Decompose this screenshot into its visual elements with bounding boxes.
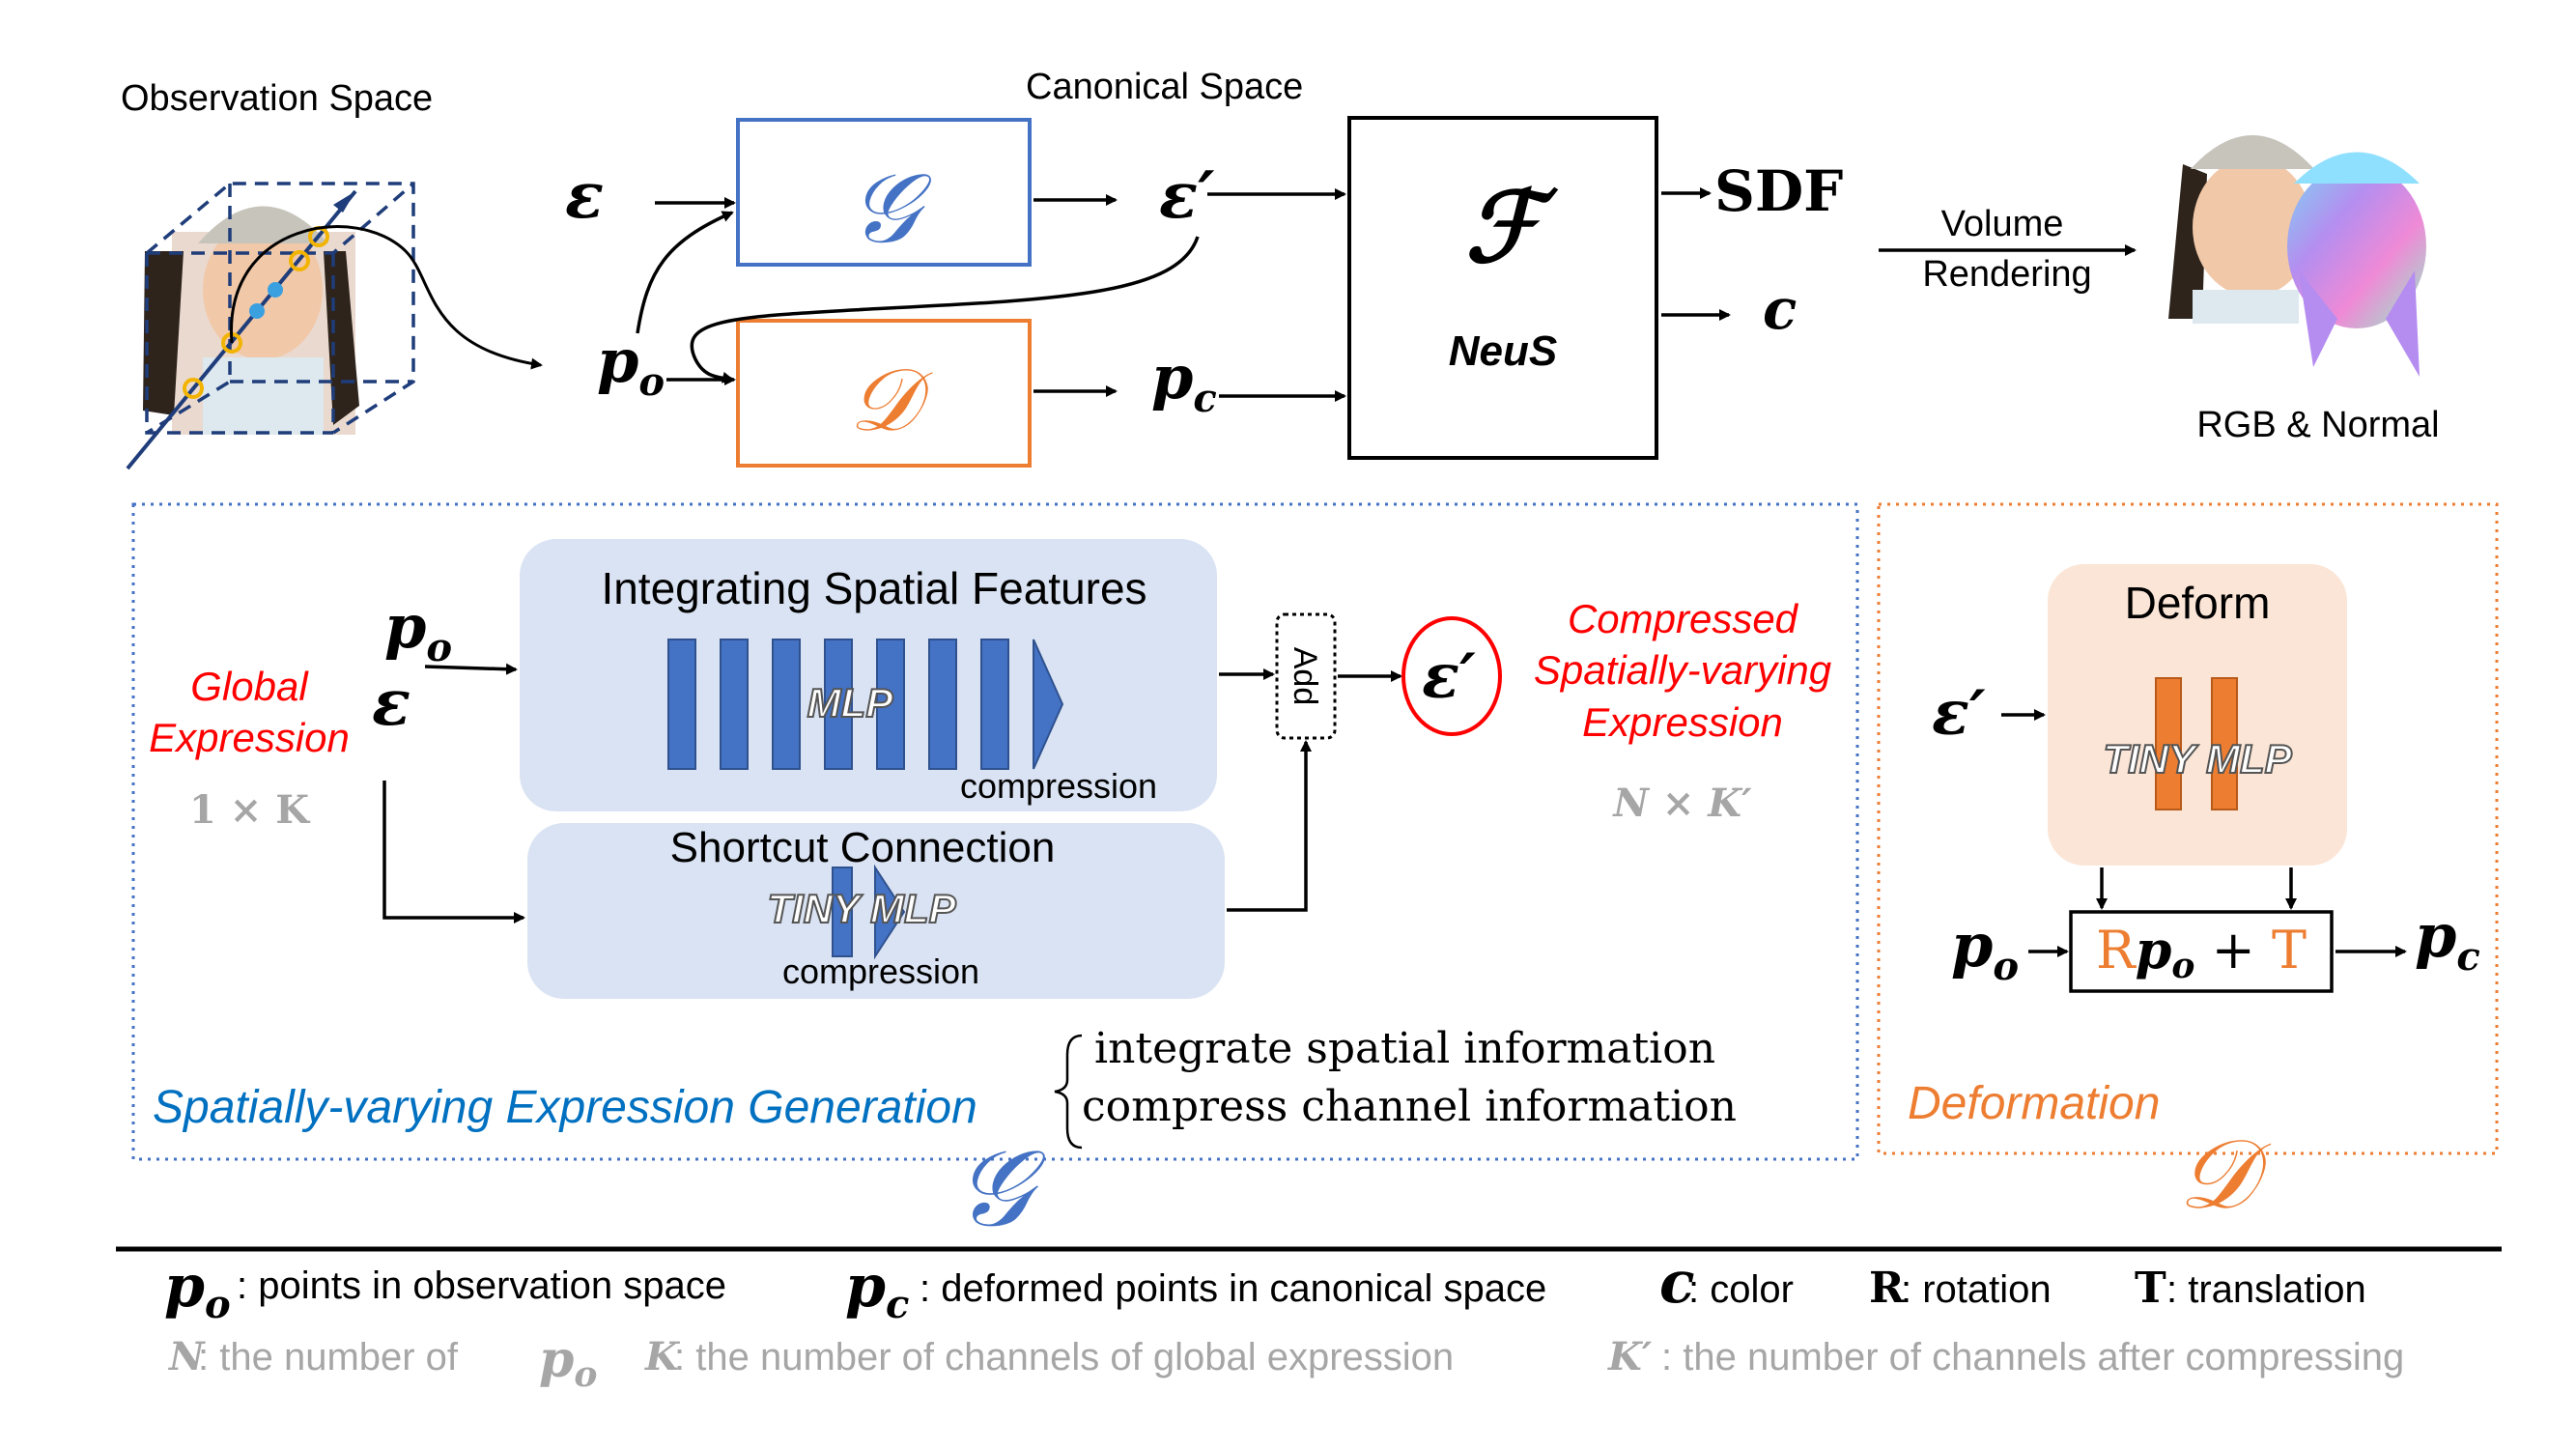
p-o-symbol: po: [597, 326, 665, 405]
color-output-label: c: [1763, 276, 1797, 342]
compressed-line3: Expression: [1582, 699, 1783, 745]
legend-c-desc: : color: [1688, 1268, 1794, 1311]
brace-line2: compress channel information: [1082, 1082, 1737, 1131]
deform-p-o: po: [1951, 910, 2019, 989]
rgb-face: [2193, 157, 2312, 297]
deform-block: [2048, 564, 2347, 866]
canonical-space-label: Canonical Space: [1026, 67, 1303, 107]
legend-t-symbol: T: [2135, 1264, 2166, 1313]
legend-t-desc: : translation: [2166, 1268, 2366, 1311]
legend-p-c-desc: : deformed points in canonical space: [920, 1267, 1546, 1310]
generation-title: Spatially-varying Expression Generation: [153, 1082, 977, 1133]
epsilon-symbol: ε: [565, 157, 604, 233]
deformation-d-symbol: 𝒟: [2178, 1118, 2272, 1231]
legend-p-c-symbol: pc: [845, 1253, 909, 1327]
legend-r-symbol: R: [1869, 1264, 1905, 1313]
brace-line1: integrate spatial information: [1094, 1024, 1715, 1073]
deform-title: Deform: [2125, 578, 2271, 628]
gen-epsilon-prime: ε′: [1422, 640, 1476, 713]
mlp-layers: [667, 639, 1064, 770]
normal-face: [2287, 164, 2426, 328]
add-label: Add: [1287, 647, 1323, 706]
integrating-title: Integrating Spatial Features: [601, 563, 1146, 613]
epsilon-prime-symbol: ε′: [1159, 157, 1215, 233]
volume-label: Volume: [1941, 204, 2064, 244]
formula-box: [2069, 910, 2334, 993]
global-expression-line2: Expression: [149, 715, 350, 760]
generation-g-symbol: 𝒢: [955, 1126, 1046, 1250]
legend-r-desc: : rotation: [1901, 1268, 2052, 1311]
legend-c-symbol: c: [1659, 1249, 1695, 1317]
mlp-label: MLP: [807, 680, 894, 725]
p-c-symbol: pc: [1151, 342, 1217, 421]
gen-epsilon: ε: [372, 665, 410, 740]
deform-tiny-mlp-label: TINY MLP: [2103, 736, 2292, 781]
legend-n-p-o: po: [539, 1330, 597, 1395]
compression-label-2: compression: [782, 952, 979, 991]
legend-p-o-symbol: po: [164, 1253, 231, 1327]
generation-panel: [131, 502, 1859, 1161]
add-node: [1275, 612, 1337, 740]
compression-label: compression: [960, 766, 1157, 806]
global-expression-line1: Global: [190, 664, 309, 709]
tiny-mlp-deform-layers: [2155, 677, 2238, 810]
rgb-normal-label: RGB & Normal: [2196, 405, 2439, 445]
legend-p-o-desc: : points in observation space: [237, 1264, 726, 1307]
brace: [1054, 1034, 1083, 1150]
legend-n-desc: : the number of: [198, 1336, 459, 1378]
deformation-title: Deformation: [1908, 1078, 2160, 1129]
sdf-label: SDF: [1714, 158, 1843, 224]
legend-kp-symbol: K′: [1607, 1334, 1653, 1379]
tiny-mlp-shortcut: [832, 864, 906, 960]
compressed-line1: Compressed: [1568, 596, 1799, 641]
observation-cube: [126, 182, 543, 470]
rendered-result-images: [2168, 135, 2426, 377]
rendering-label: Rendering: [1922, 254, 2091, 295]
deform-p-c: pc: [2415, 900, 2480, 980]
g-module-box: [736, 118, 1032, 267]
output-dimension: N × K′: [1611, 781, 1752, 826]
neus-label: NeuS: [1449, 327, 1557, 375]
ray-arrow: [230, 225, 543, 370]
tiny-mlp-label: TINY MLP: [767, 886, 956, 931]
compressed-line2: Spatially-varying: [1534, 647, 1831, 693]
shortcut-title: Shortcut Connection: [670, 824, 1056, 871]
legend-k-desc: : the number of channels of global expre…: [674, 1336, 1454, 1378]
deform-formula: Rpo + T: [2096, 919, 2307, 986]
input-dimension: 1 × K: [189, 787, 310, 833]
observation-space-label: Observation Space: [121, 78, 433, 119]
legend-n-symbol: N: [167, 1334, 206, 1379]
f-neus-box: [1347, 116, 1658, 460]
deform-epsilon-prime: ε′: [1932, 677, 1986, 750]
d-module-box: [736, 319, 1032, 468]
epsilon-prime-output-circle: [1401, 616, 1502, 736]
gen-p-o: po: [384, 591, 452, 670]
legend-k-symbol: K: [644, 1334, 681, 1379]
deformation-panel: [1877, 502, 2499, 1155]
legend-kp-desc: : the number of channels after compressi…: [1661, 1336, 2404, 1378]
